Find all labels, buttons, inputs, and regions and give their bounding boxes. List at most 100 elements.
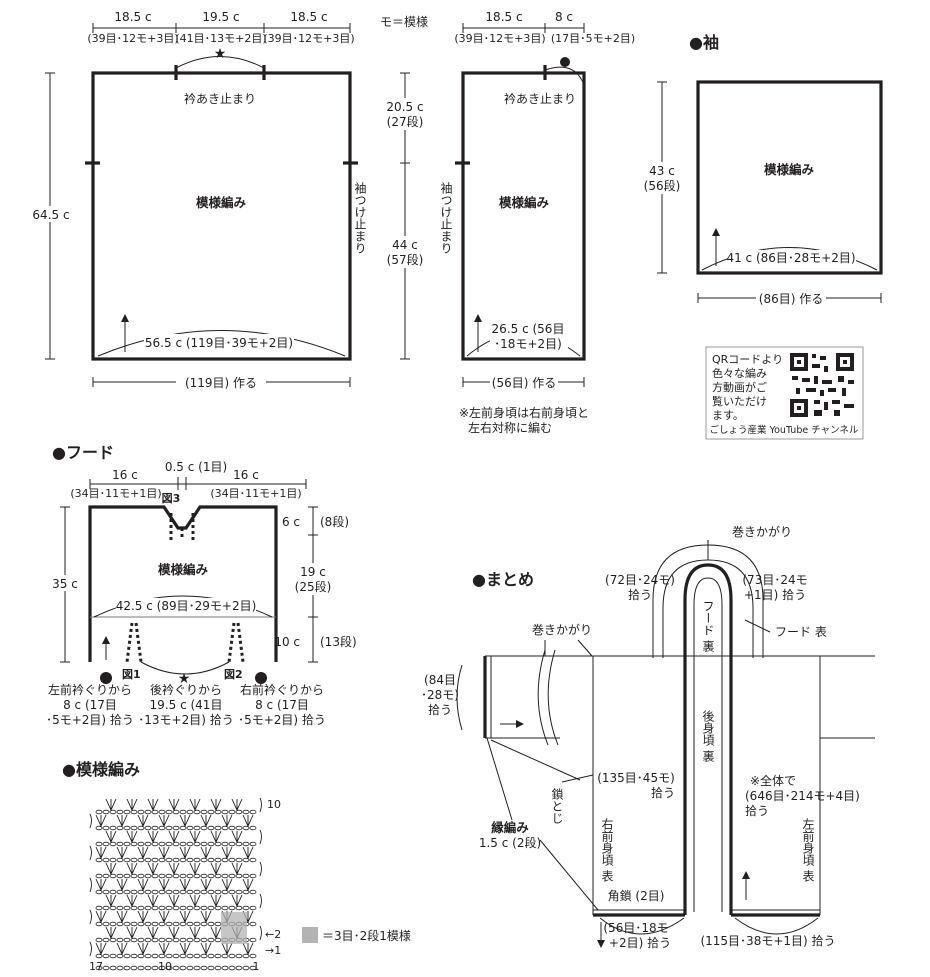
qr-code-icon[interactable] (789, 352, 855, 418)
chain-stitch-icon (95, 889, 103, 895)
fan-stitch-icon (95, 910, 107, 924)
chain-stitch-icon (109, 873, 117, 879)
chain-stitch-icon (165, 905, 173, 911)
chain-stitch-icon (193, 965, 201, 971)
chain-stitch-icon (137, 889, 145, 895)
fan-stitch-icon (189, 894, 201, 908)
fan-stitch-icon (168, 926, 180, 940)
chain-stitch-icon (123, 953, 131, 959)
chain-stitch-icon (207, 937, 215, 943)
chain-stitch-icon (102, 825, 110, 831)
fan-stitch-icon (147, 926, 159, 940)
front-height-bottom: 44 c (392, 238, 418, 252)
chain-stitch-icon (165, 965, 173, 971)
chain-stitch-icon (249, 889, 257, 895)
total-2: (646目･214モ+4目) (745, 789, 860, 803)
chain-stitch-icon (144, 965, 152, 971)
back-width-mid: 19.5 c (202, 10, 239, 24)
chain-stitch-icon (144, 857, 152, 863)
turning-chain-icon (89, 813, 92, 829)
chain-stitch-icon (235, 825, 243, 831)
chart-row-top: 10 (267, 798, 281, 811)
chain-stitch-icon (193, 809, 201, 815)
chain-stitch-icon (228, 857, 236, 863)
chain-stitch-icon (221, 965, 229, 971)
chain-stitch-icon (214, 889, 222, 895)
hood-height: 35 c (52, 577, 78, 591)
chain-stitch-icon (123, 873, 131, 879)
chain-stitch-icon (249, 905, 257, 911)
back-width-right: 18.5 c (290, 10, 327, 24)
chain-stitch-icon (158, 873, 166, 879)
chain-stitch-icon (116, 889, 124, 895)
legend-mo: モ＝模様 (380, 15, 428, 29)
total-1: ※全体で (750, 773, 796, 788)
front-base: (56目) 作る (492, 376, 556, 390)
chain-stitch-icon (172, 857, 180, 863)
chain-stitch-icon (200, 953, 208, 959)
chain-stitch-icon (151, 857, 159, 863)
chain-stitch-icon (130, 905, 138, 911)
front-height-top: 20.5 c (386, 100, 423, 114)
chain-stitch-icon (109, 809, 117, 815)
dot-marker (100, 672, 112, 684)
chain-stitch-icon (130, 873, 138, 879)
chain-stitch-icon (207, 905, 215, 911)
chain-stitch-icon (228, 809, 236, 815)
chain-stitch-icon (193, 825, 201, 831)
fan-stitch-icon (231, 830, 243, 844)
fan-stitch-icon (200, 942, 212, 956)
chain-stitch-icon (186, 889, 194, 895)
fan-stitch-icon (105, 798, 117, 812)
chain-stitch-icon (151, 937, 159, 943)
qr-channel[interactable]: ごしょう産業 YouTube チャンネル (710, 424, 859, 436)
chain-stitch-icon (130, 965, 138, 971)
chain-stitch-icon (172, 873, 180, 879)
chain-stitch-icon (221, 905, 229, 911)
chain-stitch-icon (221, 841, 229, 847)
chart-row-2: ←2 (265, 928, 281, 941)
fan-stitch-icon (179, 878, 191, 892)
back-base: (119目) 作る (185, 376, 257, 390)
fan-stitch-icon (105, 862, 117, 876)
chain-stitch-icon (130, 857, 138, 863)
fan-stitch-icon (231, 798, 243, 812)
chain-stitch-icon (172, 965, 180, 971)
fan-stitch-icon (126, 862, 138, 876)
chain-stitch-icon (228, 841, 236, 847)
fan-stitch-icon (221, 814, 233, 828)
chain-stitch-icon (165, 921, 173, 927)
chain-stitch-icon (165, 841, 173, 847)
chain-stitch-icon (249, 937, 257, 943)
chain-stitch-icon (130, 809, 138, 815)
chain-stitch-icon (214, 809, 222, 815)
chain-stitch-icon (179, 841, 187, 847)
chain-stitch-icon (193, 857, 201, 863)
hood-r-mid-sub: (25段) (295, 579, 332, 594)
chain-stitch-icon (235, 873, 243, 879)
chain-stitch-icon (221, 857, 229, 863)
fig3-label: 図3 (162, 491, 181, 505)
fan-stitch-icon (210, 798, 222, 812)
turning-chain-icon (259, 829, 262, 845)
front-height-top-sub: (27段) (387, 114, 424, 129)
qr-text-5: ます。 (712, 409, 744, 422)
chain-stitch-icon (200, 905, 208, 911)
chain-stitch-icon (242, 953, 250, 959)
hood-width-left-sub: (34目･11モ+1目) (70, 487, 161, 500)
chain-stitch-icon (144, 937, 152, 943)
chain-stitch-icon (186, 825, 194, 831)
chain-stitch-icon (144, 905, 152, 911)
chain-stitch-icon (137, 825, 145, 831)
fan-stitch-icon (116, 910, 128, 924)
fan-stitch-icon (116, 942, 128, 956)
chain-stitch-icon (158, 809, 166, 815)
qr-box[interactable]: QRコードより 色々な編み 方動画がご 覧いただけ ます。 ごしょう産業 You… (705, 346, 864, 440)
hood-pick-right-1: 右前衿ぐりから (240, 682, 324, 697)
chain-stitch-icon (95, 937, 103, 943)
total-3: 拾う (745, 803, 769, 818)
star-icon: ★ (214, 46, 227, 62)
front-width-right-sub: (17目･5モ+2目) (551, 32, 635, 45)
sleeve-pick-2: ･28モ) (421, 688, 459, 702)
chain-stitch-icon (242, 825, 250, 831)
